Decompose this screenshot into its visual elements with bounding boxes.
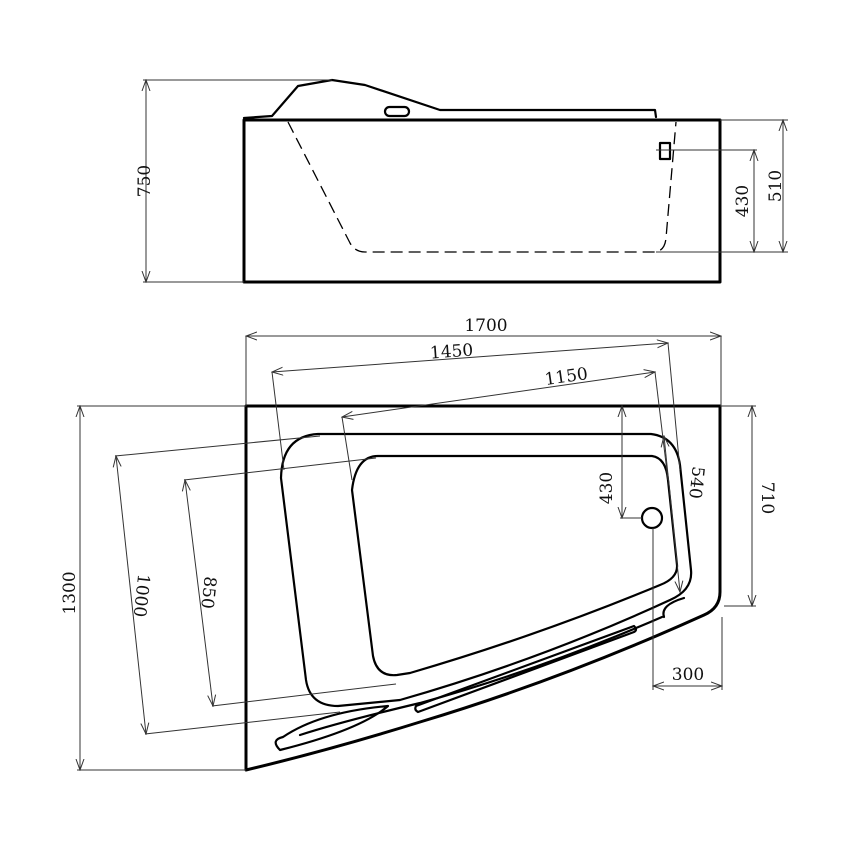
ext-line (341, 416, 353, 481)
dim-label-overflow-height: 430 (733, 185, 753, 217)
dim-label-outer-length: 1450 (429, 340, 474, 363)
plan-view: 1700 1450 1150 1300 1000 850 710 54 (60, 316, 777, 772)
ext-line (144, 711, 341, 735)
dim-label-overall-width: 1300 (60, 571, 80, 614)
front-lip-curve (662, 596, 686, 619)
grip-shape (274, 704, 390, 752)
side-elevation-view: 750 430 510 (135, 78, 788, 284)
ext-line (183, 457, 377, 481)
dim-label-outer-width: 1000 (129, 573, 153, 618)
dim-label-end-width: 540 (684, 465, 707, 499)
dim-line-inner-width (185, 480, 213, 706)
inner-basin-outline (350, 454, 679, 677)
dim-label-inner-length: 1150 (543, 364, 589, 390)
dim-label-overall-length: 1700 (464, 316, 507, 336)
headrest-profile (242, 78, 658, 120)
ext-line (271, 371, 285, 471)
dim-label-total-height: 750 (135, 165, 155, 197)
tub-rim-outline (279, 432, 693, 708)
jet-oval-icon (383, 105, 411, 118)
overflow-fitting-icon (658, 141, 672, 161)
inner-basin-hidden-line (287, 121, 677, 253)
dim-line-end-width (664, 436, 680, 592)
dim-line-outer-width (116, 456, 146, 734)
dim-line-outer-length (272, 343, 668, 372)
dim-line-inner-length (342, 372, 655, 417)
dim-label-drain-right: 300 (672, 665, 704, 685)
ext-line (654, 371, 669, 481)
grab-slot (414, 624, 638, 714)
tub-body-outline (242, 118, 722, 284)
ext-line (211, 683, 397, 707)
dim-label-rim-height: 510 (766, 170, 786, 202)
drain-icon (640, 506, 664, 530)
tub-outer-outline (244, 404, 722, 772)
dim-label-inner-width: 850 (196, 575, 219, 609)
dim-label-side-depth: 710 (757, 482, 777, 514)
ext-line (114, 435, 321, 457)
dim-label-drain-top: 430 (597, 472, 617, 504)
